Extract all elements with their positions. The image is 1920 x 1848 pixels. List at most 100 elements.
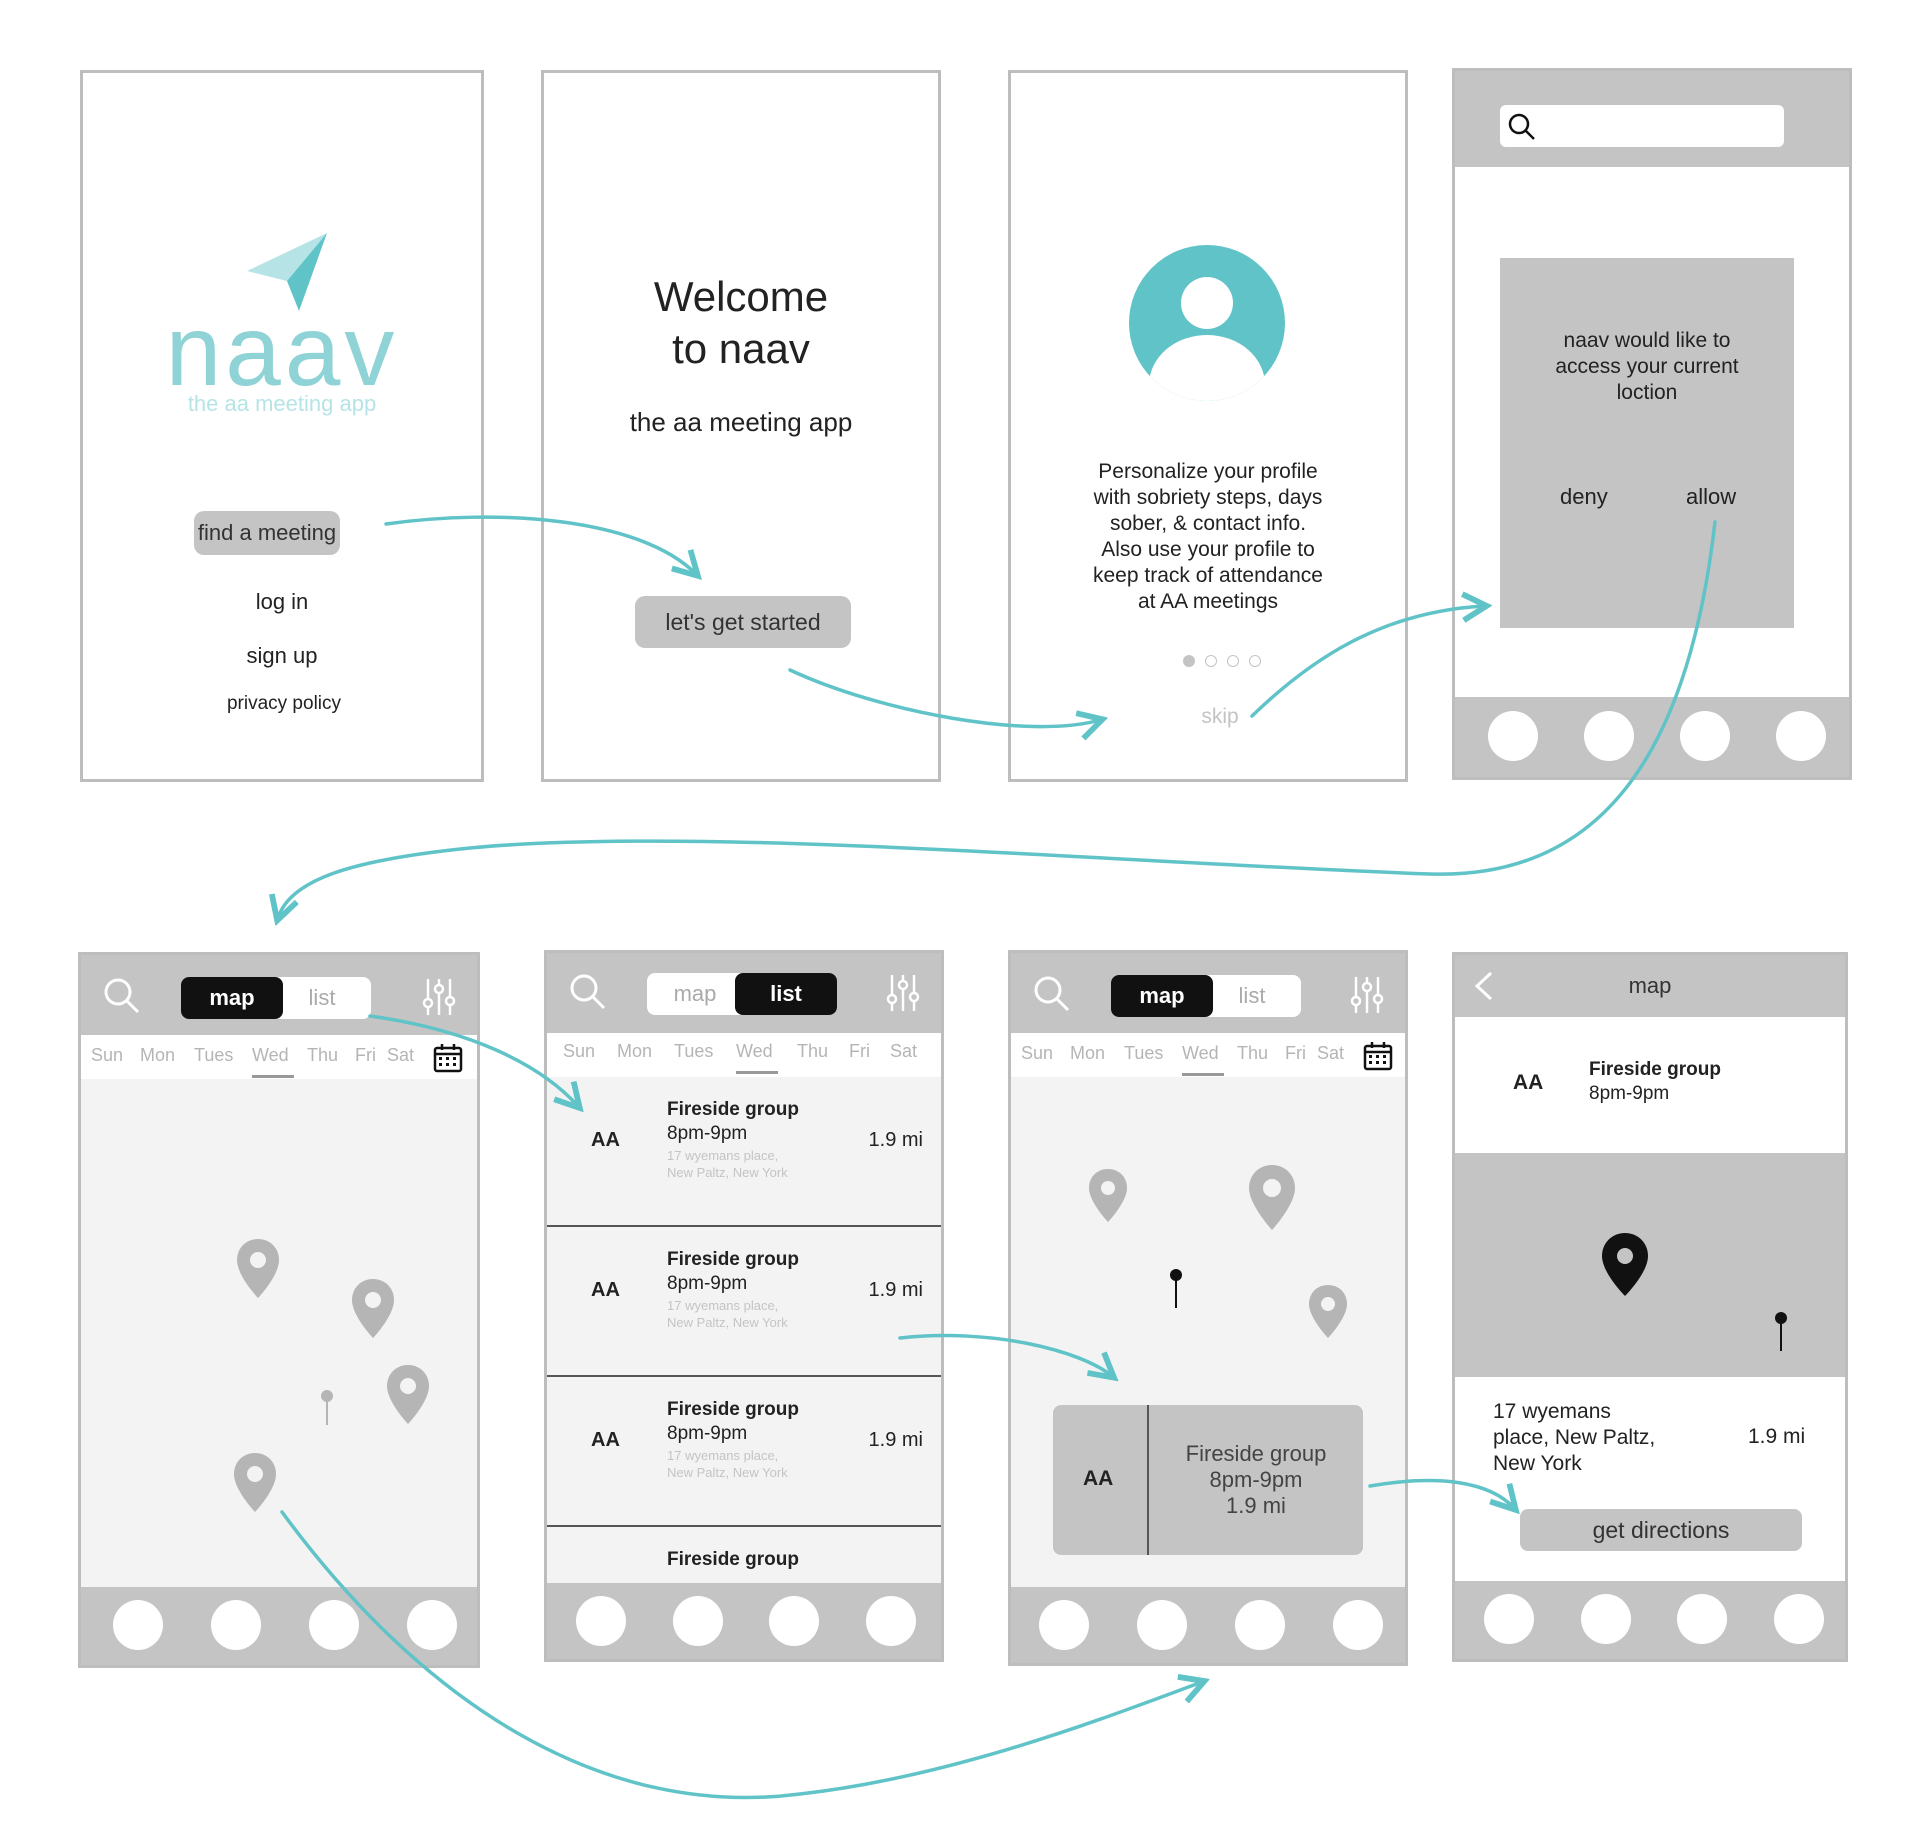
search-icon[interactable] bbox=[1033, 975, 1071, 1013]
nav-button-2[interactable] bbox=[1584, 711, 1634, 761]
detail-map[interactable] bbox=[1455, 1153, 1845, 1377]
detail-title: map bbox=[1628, 973, 1672, 998]
meeting-time: 8pm-9pm bbox=[667, 1123, 748, 1144]
nav-button-2[interactable] bbox=[211, 1600, 261, 1650]
search-icon bbox=[1508, 113, 1535, 140]
map-list-toggle: map list bbox=[647, 973, 837, 1015]
day-sat[interactable]: Sat bbox=[1317, 1043, 1345, 1063]
nav-button-4[interactable] bbox=[1774, 1594, 1824, 1644]
day-fri[interactable]: Fri bbox=[355, 1045, 376, 1065]
day-wed[interactable]: Wed bbox=[1182, 1043, 1219, 1063]
nav-button-4[interactable] bbox=[407, 1600, 457, 1650]
get-started-button[interactable]: let's get started bbox=[635, 596, 851, 648]
list-item[interactable]: AA Fireside group 8pm-9pm 17 wyemans pla… bbox=[547, 1227, 941, 1377]
nav-button-3[interactable] bbox=[769, 1596, 819, 1646]
allow-button[interactable]: allow bbox=[1686, 484, 1737, 509]
back-chevron-icon[interactable] bbox=[1471, 971, 1495, 1001]
get-directions-button[interactable]: get directions bbox=[1520, 1509, 1802, 1551]
search-icon[interactable] bbox=[103, 977, 141, 1015]
map-pin-icon bbox=[352, 1279, 394, 1338]
map-tab[interactable]: map bbox=[1111, 975, 1213, 1017]
day-fri[interactable]: Fri bbox=[849, 1041, 870, 1061]
login-link[interactable]: log in bbox=[255, 589, 309, 614]
day-tues[interactable]: Tues bbox=[1124, 1043, 1164, 1063]
bottom-nav bbox=[547, 1583, 941, 1659]
selected-meeting-card[interactable]: AA Fireside group 8pm-9pm 1.9 mi bbox=[1053, 1405, 1363, 1555]
nav-button-1[interactable] bbox=[1488, 711, 1538, 761]
nav-button-1[interactable] bbox=[1039, 1600, 1089, 1650]
nav-button-1[interactable] bbox=[576, 1596, 626, 1646]
day-thu[interactable]: Thu bbox=[797, 1041, 829, 1061]
day-sat[interactable]: Sat bbox=[890, 1041, 918, 1061]
day-wed[interactable]: Wed bbox=[736, 1041, 773, 1061]
day-tues[interactable]: Tues bbox=[194, 1045, 234, 1065]
day-sun[interactable]: Sun bbox=[563, 1041, 596, 1061]
selected-day-indicator bbox=[1182, 1073, 1224, 1076]
meeting-type: AA bbox=[1513, 1071, 1544, 1094]
profile-intro-screen: Personalize your profile with sobriety s… bbox=[1008, 70, 1408, 782]
filter-sliders-icon[interactable] bbox=[421, 977, 457, 1017]
list-item[interactable]: Fireside group bbox=[547, 1527, 941, 1583]
day-wed[interactable]: Wed bbox=[252, 1045, 289, 1065]
day-mon[interactable]: Mon bbox=[617, 1041, 653, 1061]
meeting-type: AA bbox=[591, 1129, 620, 1151]
day-sat[interactable]: Sat bbox=[387, 1045, 415, 1065]
calendar-icon[interactable] bbox=[433, 1043, 463, 1073]
nav-button-3[interactable] bbox=[309, 1600, 359, 1650]
list-item[interactable]: AA Fireside group 8pm-9pm 17 wyemans pla… bbox=[547, 1077, 941, 1227]
skip-link[interactable]: skip bbox=[1201, 705, 1239, 728]
top-bar: map list bbox=[81, 955, 477, 1035]
map-pin-icon bbox=[1089, 1169, 1127, 1222]
nav-button-1[interactable] bbox=[1484, 1594, 1534, 1644]
nav-button-3[interactable] bbox=[1235, 1600, 1285, 1650]
day-sun[interactable]: Sun bbox=[91, 1045, 124, 1065]
map-area[interactable]: AA Fireside group 8pm-9pm 1.9 mi bbox=[1011, 1077, 1405, 1587]
selected-day-indicator bbox=[736, 1071, 778, 1074]
nav-button-4[interactable] bbox=[1333, 1600, 1383, 1650]
list-tab[interactable]: list bbox=[735, 973, 837, 1015]
calendar-icon[interactable] bbox=[1363, 1041, 1393, 1071]
map-tab[interactable]: map bbox=[181, 977, 283, 1019]
nav-button-2[interactable] bbox=[673, 1596, 723, 1646]
map-tab[interactable]: map bbox=[673, 981, 717, 1006]
current-location-marker bbox=[321, 1390, 333, 1425]
signup-link[interactable]: sign up bbox=[246, 643, 318, 668]
map-pin-icon bbox=[387, 1365, 429, 1424]
detail-header: map bbox=[1455, 955, 1845, 1017]
day-mon[interactable]: Mon bbox=[1070, 1043, 1106, 1063]
logo-tagline: the aa meeting app bbox=[187, 391, 377, 416]
list-item[interactable]: AA Fireside group 8pm-9pm 17 wyemans pla… bbox=[547, 1377, 941, 1527]
find-meeting-button[interactable]: find a meeting bbox=[194, 511, 340, 555]
nav-button-2[interactable] bbox=[1581, 1594, 1631, 1644]
map-pin-icon bbox=[1249, 1165, 1295, 1230]
search-icon[interactable] bbox=[569, 973, 607, 1011]
nav-button-1[interactable] bbox=[113, 1600, 163, 1650]
day-tues[interactable]: Tues bbox=[674, 1041, 714, 1061]
map-list-toggle: map list bbox=[181, 977, 371, 1019]
filter-sliders-icon[interactable] bbox=[1349, 975, 1385, 1015]
meeting-time: 8pm-9pm bbox=[667, 1423, 748, 1444]
privacy-policy-link[interactable]: privacy policy bbox=[226, 693, 342, 714]
list-tab[interactable]: list bbox=[1238, 983, 1266, 1008]
day-thu[interactable]: Thu bbox=[307, 1045, 339, 1065]
current-location-marker bbox=[1170, 1269, 1182, 1308]
meeting-address: 17 wyemans place,New Paltz, New York bbox=[667, 1148, 788, 1180]
map-pin-icon bbox=[237, 1239, 279, 1298]
search-input[interactable] bbox=[1500, 105, 1784, 147]
deny-button[interactable]: deny bbox=[1560, 484, 1608, 509]
day-sun[interactable]: Sun bbox=[1021, 1043, 1054, 1063]
meeting-distance: 1.9 mi bbox=[868, 1429, 923, 1451]
nav-button-4[interactable] bbox=[1776, 711, 1826, 761]
nav-button-3[interactable] bbox=[1680, 711, 1730, 761]
nav-button-2[interactable] bbox=[1137, 1600, 1187, 1650]
filter-sliders-icon[interactable] bbox=[885, 973, 921, 1013]
day-fri[interactable]: Fri bbox=[1285, 1043, 1306, 1063]
day-thu[interactable]: Thu bbox=[1237, 1043, 1269, 1063]
list-tab[interactable]: list bbox=[308, 985, 336, 1010]
nav-button-4[interactable] bbox=[866, 1596, 916, 1646]
day-mon[interactable]: Mon bbox=[140, 1045, 176, 1065]
nav-button-3[interactable] bbox=[1677, 1594, 1727, 1644]
map-area[interactable] bbox=[81, 1079, 477, 1589]
meeting-detail-screen: map AA Fireside group 8pm-9pm 17 wyemans… bbox=[1452, 952, 1848, 1662]
map-pin-icon bbox=[1602, 1233, 1648, 1296]
